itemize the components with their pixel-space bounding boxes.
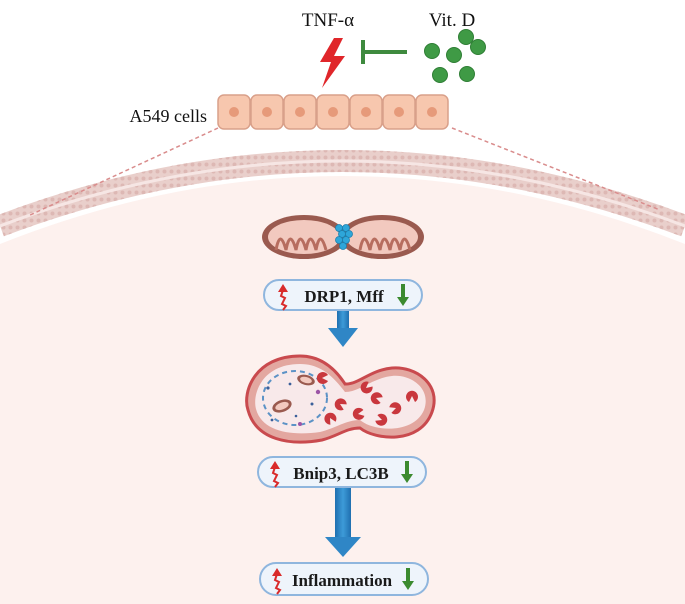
hydrolase-enzyme bbox=[352, 407, 365, 420]
a549-cell bbox=[415, 94, 449, 130]
fission-site-icon bbox=[335, 224, 353, 250]
hydrolase-enzyme bbox=[389, 402, 402, 415]
mitochondrion-right bbox=[340, 215, 424, 259]
up-arrow-icon bbox=[272, 568, 282, 595]
mitochondrion-left bbox=[262, 215, 346, 259]
hydrolase-enzymes bbox=[316, 372, 418, 426]
hydrolase-enzyme bbox=[334, 398, 347, 411]
step-label-drp1: DRP1, Mff bbox=[304, 287, 384, 306]
zoom-line-right bbox=[451, 127, 661, 211]
down-arrow-icon bbox=[402, 568, 414, 590]
mitochondrion-fission-icon bbox=[262, 215, 424, 259]
down-arrow-icon bbox=[401, 461, 413, 483]
step-pill-inflammation: Inflammation bbox=[259, 562, 429, 596]
up-arrow-icon bbox=[270, 461, 280, 488]
flow-arrow-2 bbox=[325, 487, 361, 557]
hydrolase-enzyme bbox=[406, 390, 418, 402]
tnf-alpha-label: TNF-α bbox=[302, 10, 354, 31]
step-pill-bnip3: Bnip3, LC3B bbox=[257, 456, 427, 488]
a549-cell bbox=[316, 94, 350, 130]
hydrolase-enzyme bbox=[316, 372, 328, 384]
a549-cell bbox=[217, 94, 251, 130]
lightning-bolt-icon bbox=[320, 38, 345, 88]
step-label-inflammation: Inflammation bbox=[292, 571, 393, 590]
a549-cell-row bbox=[217, 94, 449, 130]
hydrolase-enzyme bbox=[375, 413, 388, 426]
a549-cell bbox=[283, 94, 317, 130]
flow-arrow-1 bbox=[328, 308, 358, 347]
cell-membrane bbox=[0, 150, 685, 237]
hydrolase-enzyme bbox=[370, 392, 383, 405]
vitamin-d-particles-icon bbox=[424, 29, 486, 83]
autolysosome-icon bbox=[245, 354, 436, 444]
vitamin-d-label: Vit. D bbox=[429, 10, 475, 31]
step-pill-drp1: DRP1, Mff bbox=[263, 279, 423, 311]
a549-cell bbox=[382, 94, 416, 130]
down-arrow-icon bbox=[397, 284, 409, 306]
a549-cell bbox=[250, 94, 284, 130]
inhibition-bar-icon bbox=[361, 40, 407, 64]
a549-cells-label: A549 cells bbox=[130, 106, 207, 126]
hydrolase-enzyme bbox=[324, 412, 337, 425]
hydrolase-enzyme bbox=[360, 381, 373, 394]
a549-cell bbox=[349, 94, 383, 130]
up-arrow-icon bbox=[278, 284, 288, 311]
step-label-bnip3: Bnip3, LC3B bbox=[293, 464, 388, 483]
